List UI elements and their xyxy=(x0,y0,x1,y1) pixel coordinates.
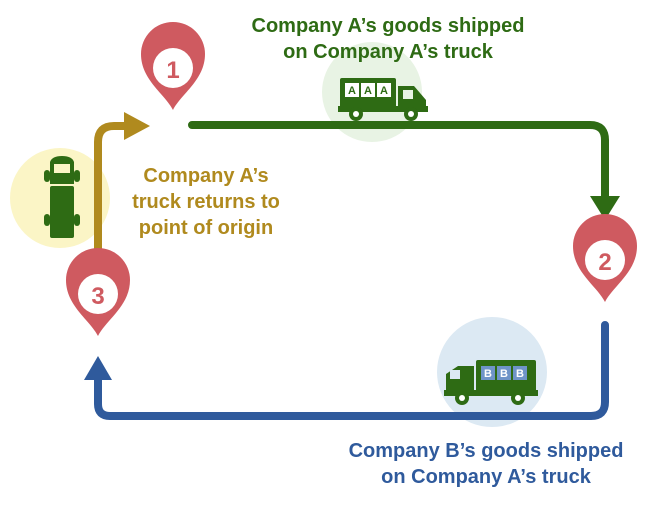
marker-2-number: 2 xyxy=(598,249,611,276)
left-label-line-3: point of origin xyxy=(139,217,273,239)
marker-2-pin xyxy=(573,214,637,302)
gold-route-line xyxy=(94,122,132,262)
top-truck-icon xyxy=(338,78,428,121)
top-truck-cargo-letter-1: A xyxy=(348,85,356,97)
marker-1-number: 1 xyxy=(166,57,179,84)
top-truck-cargo-letter-2: A xyxy=(364,85,372,97)
bottom-label-line-1: Company B’s goods shipped xyxy=(349,440,624,462)
top-truck-cargo-letter-3: A xyxy=(380,85,388,97)
bottom-truck-icon xyxy=(444,360,538,405)
green-arrowhead xyxy=(590,196,620,220)
gold-arrowhead xyxy=(124,112,150,140)
green-route-line xyxy=(188,121,609,202)
left-label-line-2: truck returns to xyxy=(132,191,280,213)
top-label-line-2: on Company A’s truck xyxy=(283,41,494,63)
bottom-label-line-2: on Company A’s truck xyxy=(381,466,592,488)
marker-1-pin xyxy=(141,22,205,110)
marker-3-pin xyxy=(66,248,130,336)
blue-arrowhead xyxy=(84,356,112,380)
bottom-truck-cargo-letter-3: B xyxy=(516,368,524,380)
left-truck-icon xyxy=(44,156,80,238)
bottom-truck-cargo-letter-2: B xyxy=(500,368,508,380)
blue-route-line xyxy=(94,321,609,420)
top-label-line-1: Company A’s goods shipped xyxy=(252,15,525,37)
left-label-line-1: Company A’s xyxy=(143,165,268,187)
marker-3-number: 3 xyxy=(91,283,104,310)
bottom-truck-cargo-letter-1: B xyxy=(484,368,492,380)
